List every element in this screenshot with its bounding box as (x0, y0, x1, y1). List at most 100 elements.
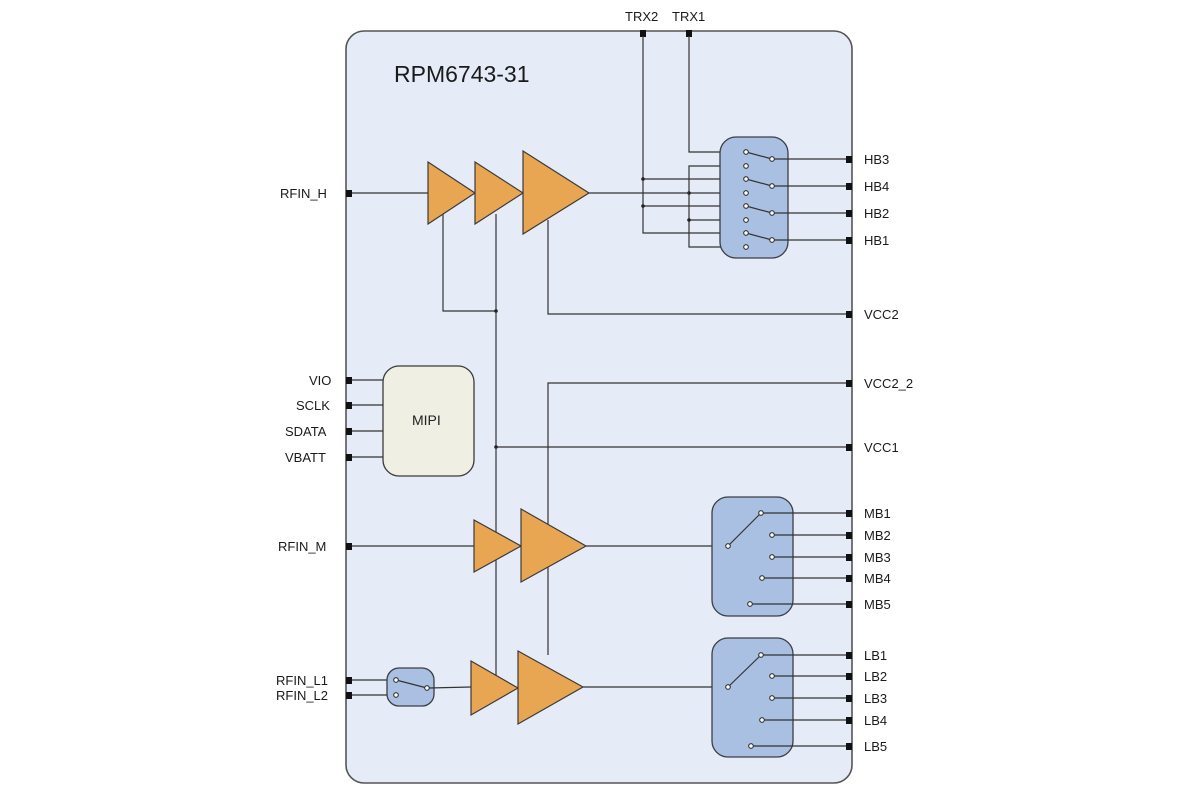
pin-lb5: LB5 (846, 739, 887, 754)
switch-contact (769, 210, 775, 216)
pin-label-trx1: TRX1 (672, 9, 705, 24)
pin-marker (846, 444, 852, 451)
pin-label: HB4 (864, 179, 889, 194)
pin-hb3: HB3 (846, 152, 889, 167)
pin-trx2: TRX2 (625, 9, 658, 37)
switch-contact (769, 237, 775, 243)
pin-sdata: SDATA (285, 424, 352, 439)
switch-body (719, 136, 789, 259)
pin-mb1: MB1 (846, 506, 891, 521)
switch-contact (769, 695, 775, 701)
switch-contact (747, 601, 753, 607)
mipi-label: MIPI (412, 412, 441, 428)
wire (688, 165, 746, 248)
pin-marker (846, 575, 852, 582)
mb-switch (711, 496, 848, 617)
switch-blade (745, 232, 773, 241)
mipi-block (382, 365, 475, 477)
pin-label: HB3 (864, 152, 889, 167)
amplifier-icon (427, 160, 477, 226)
switch-contact (758, 510, 764, 516)
pin-vbatt: VBATT (285, 450, 352, 465)
lb-switch (711, 637, 848, 758)
switch-blade (745, 151, 773, 160)
switch-contact (769, 156, 775, 162)
pin-rfin-l1: RFIN_L1 (276, 673, 352, 688)
pin-sclk: SCLK (296, 398, 352, 413)
pin-label: LB1 (864, 648, 887, 663)
pin-marker (846, 695, 852, 702)
switch-blade (745, 178, 773, 187)
pin-marker (846, 210, 852, 217)
lb-pa-chain (470, 649, 585, 726)
pin-marker (846, 743, 852, 750)
pin-label: RFIN_L1 (276, 673, 328, 688)
switch-contact (725, 543, 731, 549)
pin-label: SDATA (285, 424, 327, 439)
pin-marker (846, 156, 852, 163)
pin-marker (346, 454, 352, 461)
pin-marker (846, 601, 852, 608)
wire (428, 686, 472, 689)
switch-contact (743, 217, 749, 223)
pin-label-rfin-h: RFIN_H (280, 186, 327, 201)
hb-pa-chain (427, 149, 591, 236)
amplifier-icon (520, 507, 588, 584)
switch-contact (759, 575, 765, 581)
pin-vcc2: VCC2 (846, 307, 899, 322)
pin-label: VCC2_2 (864, 376, 913, 391)
pin-marker (846, 652, 852, 659)
pin-marker (846, 673, 852, 680)
switch-blade (727, 512, 762, 547)
pin-label: MB1 (864, 506, 891, 521)
pin-marker (686, 30, 692, 37)
switch-contact (769, 673, 775, 679)
pin-marker (346, 190, 352, 197)
switch-contact (748, 743, 754, 749)
pin-marker (846, 183, 852, 190)
switch-contact (424, 685, 430, 691)
pin-hb2: HB2 (846, 206, 889, 221)
pin-label: RFIN_L2 (276, 688, 328, 703)
vcc2-wire (547, 220, 848, 315)
switch-body (386, 667, 435, 707)
switch-blade (727, 654, 762, 688)
pin-lb3: LB3 (846, 691, 887, 706)
chip-title: RPM6743-31 (394, 61, 530, 87)
pin-vcc2-2: VCC2_2 (846, 376, 913, 391)
amplifier-icon (522, 149, 591, 236)
mb-pa-chain (473, 507, 588, 584)
pin-lb1: LB1 (846, 648, 887, 663)
rfin-l-switch (386, 667, 435, 707)
pin-vio: VIO (309, 373, 352, 388)
pin-marker (846, 237, 852, 244)
switch-contact (743, 190, 749, 196)
pin-marker (846, 717, 852, 724)
switch-contact (743, 244, 749, 250)
pin-marker (846, 510, 852, 517)
switch-blade (745, 205, 773, 214)
pin-vcc1: VCC1 (846, 440, 899, 455)
pin-label: LB5 (864, 739, 887, 754)
pin-marker (640, 30, 646, 37)
pin-marker (346, 692, 352, 699)
pin-mb4: MB4 (846, 571, 891, 586)
amplifier-icon (474, 160, 525, 226)
pin-hb4: HB4 (846, 179, 889, 194)
switch-contact (393, 677, 399, 683)
amplifier-icon (470, 659, 520, 717)
pin-label-trx2: TRX2 (625, 9, 658, 24)
pin-label: VCC1 (864, 440, 899, 455)
pin-label: MB3 (864, 550, 891, 565)
pin-marker (346, 677, 352, 684)
pin-hb1: HB1 (846, 233, 889, 248)
rfin-h-pin: RFIN_H (280, 186, 352, 201)
switch-contact (725, 684, 731, 690)
pin-marker (846, 311, 852, 318)
pin-mb3: MB3 (846, 550, 891, 565)
pin-label: MB5 (864, 597, 891, 612)
switch-contact (743, 203, 749, 209)
junction-dot (494, 309, 498, 313)
amplifier-icon (517, 649, 585, 726)
junction-dot (641, 177, 645, 181)
